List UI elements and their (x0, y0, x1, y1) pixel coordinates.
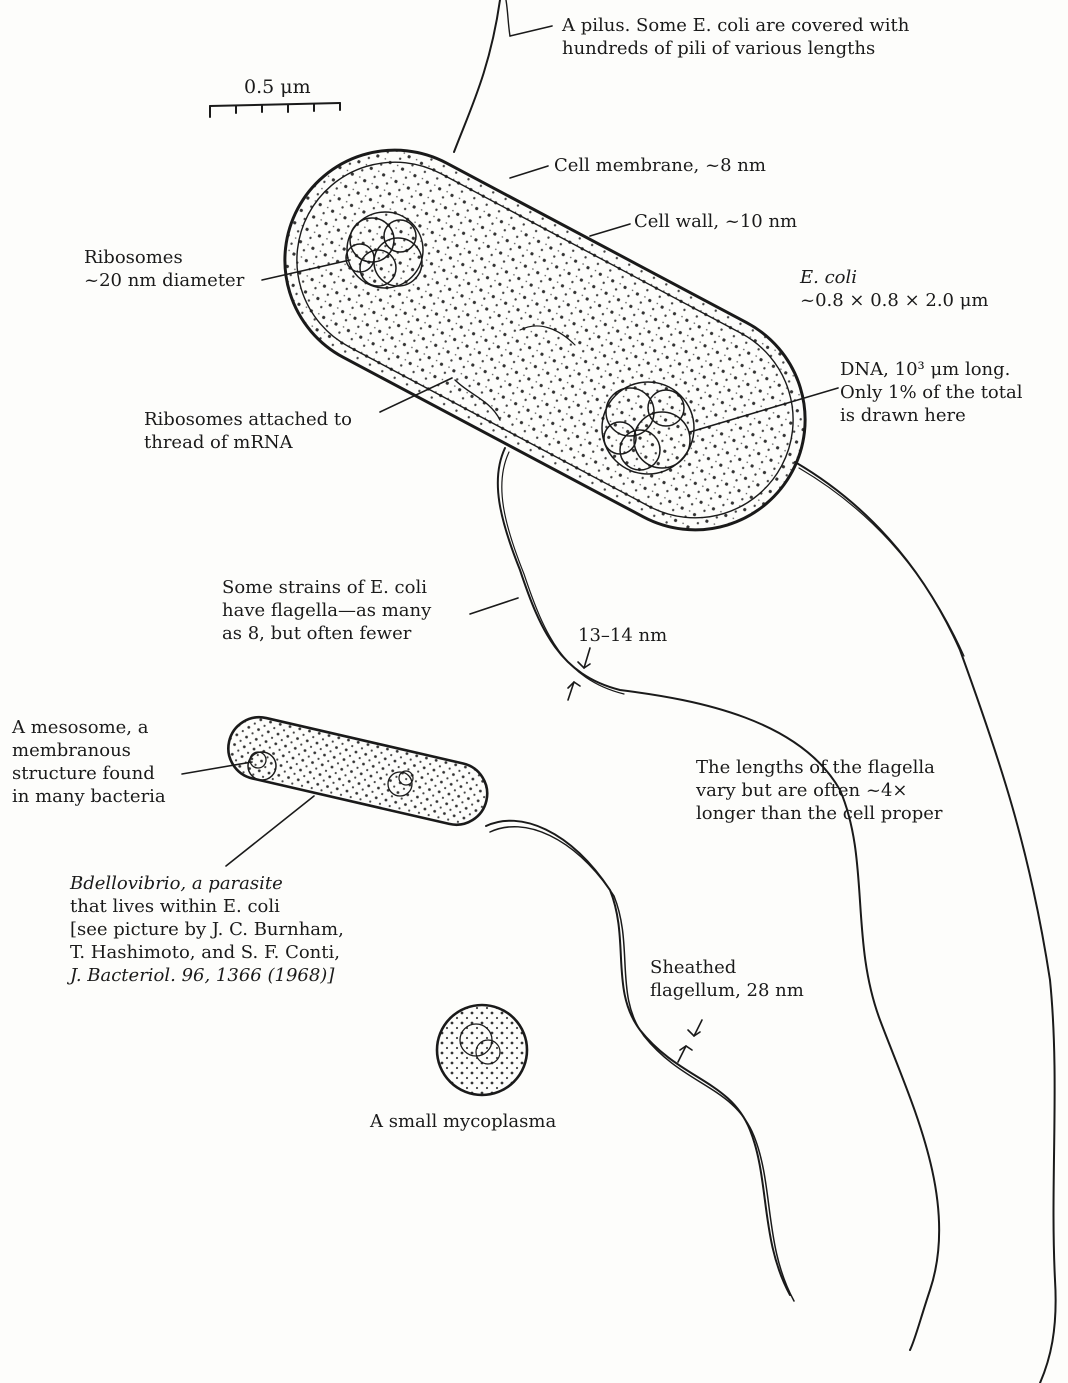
flagella-lengths-label-line2: vary but are often ~4× (696, 779, 942, 802)
mesosome-label-line3: structure found (12, 762, 166, 785)
ecoli-label-name: E. coli (800, 266, 989, 289)
scale-bar (210, 103, 340, 117)
ribosomes-mrna-label-line1: Ribosomes attached to (144, 408, 352, 431)
ribosomes-label-line1: Ribosomes (84, 246, 244, 269)
mycoplasma-cell (437, 1005, 527, 1095)
flagella-strains-label-line2: have flagella—as many (222, 599, 431, 622)
flagella-strains-label-line1: Some strains of E. coli (222, 576, 431, 599)
dna-label: DNA, 10³ μm long. Only 1% of the total i… (840, 358, 1023, 427)
flagellum-width-label: 13–14 nm (578, 624, 667, 647)
dna-label-line1: DNA, 10³ μm long. (840, 358, 1023, 381)
mesosome-label: A mesosome, a membranous structure found… (12, 716, 166, 808)
flagella-lengths-label: The lengths of the flagella vary but are… (696, 756, 942, 825)
mycoplasma-label: A small mycoplasma (370, 1110, 556, 1133)
ecoli-flagellum-2 (795, 462, 1056, 1383)
dna-label-line3: is drawn here (840, 404, 1023, 427)
cell-wall-label: Cell wall, ~10 nm (634, 210, 797, 233)
ribosomes-mrna-label: Ribosomes attached to thread of mRNA (144, 408, 352, 454)
ribosomes-mrna-label-line2: thread of mRNA (144, 431, 352, 454)
ribosomes-label: Ribosomes ~20 nm diameter (84, 246, 244, 292)
ecoli-cell (246, 111, 844, 568)
sheathed-label-line2: flagellum, 28 nm (650, 979, 804, 1002)
pilus (454, 0, 500, 152)
bdellovibrio-label-line1: Bdellovibrio, a parasite (70, 872, 344, 895)
sheathed-flagellum-label: Sheathed flagellum, 28 nm (650, 956, 804, 1002)
ecoli-label: E. coli ~0.8 × 0.8 × 2.0 μm (800, 266, 989, 312)
dna-label-line2: Only 1% of the total (840, 381, 1023, 404)
pilus-label: A pilus. Some E. coli are covered with h… (562, 14, 909, 60)
bdellovibrio-label-line5: J. Bacteriol. 96, 1366 (1968)] (70, 964, 344, 987)
pilus-label-line2: hundreds of pili of various lengths (562, 37, 909, 60)
bdellovibrio-label: Bdellovibrio, a parasite that lives with… (70, 872, 344, 987)
mesosome-label-line1: A mesosome, a (12, 716, 166, 739)
flagella-strains-label: Some strains of E. coli have flagella—as… (222, 576, 431, 645)
sheathed-flagellum (486, 821, 790, 1295)
bdellovibrio-cell (222, 711, 493, 831)
ribosomes-label-line2: ~20 nm diameter (84, 269, 244, 292)
bdellovibrio-label-line2: that lives within E. coli (70, 895, 344, 918)
mesosome-label-line2: membranous (12, 739, 166, 762)
scale-bar-label: 0.5 μm (244, 76, 311, 99)
bdellovibrio-label-line4: T. Hashimoto, and S. F. Conti, (70, 941, 344, 964)
ecoli-flagellum-1 (498, 448, 939, 1350)
cell-membrane-label: Cell membrane, ~8 nm (554, 154, 766, 177)
ecoli-label-dims: ~0.8 × 0.8 × 2.0 μm (800, 289, 989, 312)
flagella-lengths-label-line1: The lengths of the flagella (696, 756, 942, 779)
flagella-strains-label-line3: as 8, but often fewer (222, 622, 431, 645)
pilus-label-line1: A pilus. Some E. coli are covered with (562, 14, 909, 37)
mesosome-label-line4: in many bacteria (12, 785, 166, 808)
flagella-lengths-label-line3: longer than the cell proper (696, 802, 942, 825)
bdellovibrio-label-line3: [see picture by J. C. Burnham, (70, 918, 344, 941)
sheathed-label-line1: Sheathed (650, 956, 804, 979)
